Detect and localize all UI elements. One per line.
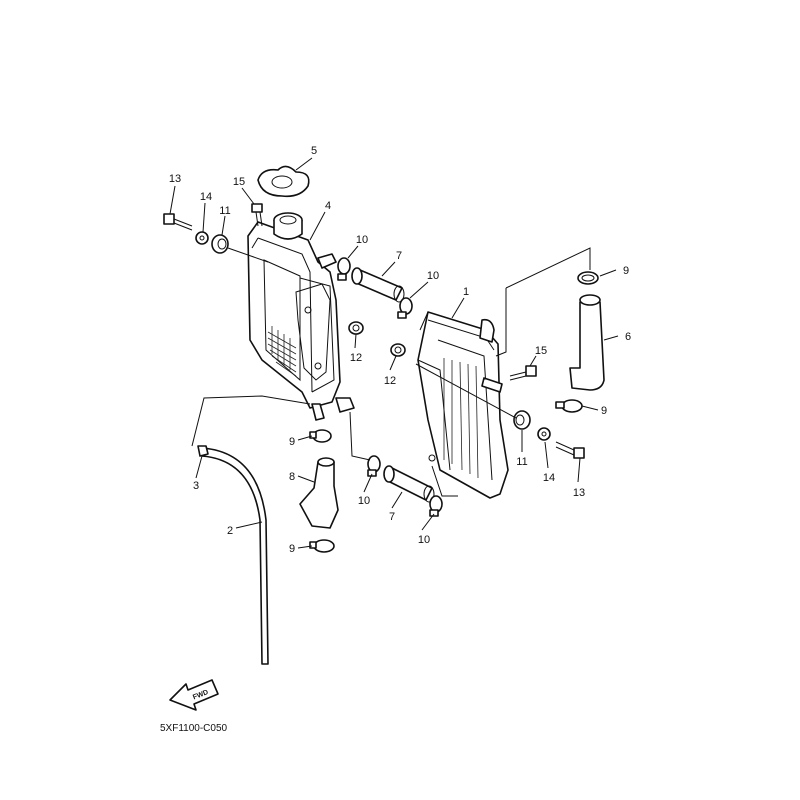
label-13-right: 13: [573, 487, 585, 499]
clamp-10-a[interactable]: [337, 257, 351, 281]
label-9-left-lower: 9: [289, 543, 295, 555]
washer-14-left[interactable]: [195, 231, 209, 245]
bolt-13-right[interactable]: [555, 441, 585, 459]
hose-6[interactable]: [569, 294, 605, 391]
label-14-left: 14: [200, 191, 212, 203]
collar-12-right[interactable]: [390, 343, 406, 357]
hose-8[interactable]: [299, 457, 339, 529]
clamp-9-top[interactable]: [577, 271, 599, 285]
label-9-left-upper: 9: [289, 436, 295, 448]
label-8: 8: [289, 471, 295, 483]
label-12-right: 12: [384, 375, 396, 387]
label-9-top: 9: [623, 265, 629, 277]
left-radiator[interactable]: [247, 221, 355, 421]
label-9-right: 9: [601, 405, 607, 417]
part-labels: 13 14 15 11 5 4 10 7 10 1 12 12 15 9 6 9…: [169, 145, 631, 555]
label-15-left: 15: [233, 176, 245, 188]
clamp-9-right[interactable]: [555, 399, 583, 413]
leader-lines: [169, 157, 619, 549]
label-11-left: 11: [219, 205, 230, 217]
label-10-b: 10: [427, 270, 439, 282]
bolt-15-left[interactable]: [251, 203, 263, 227]
label-10-c: 10: [358, 495, 370, 507]
clamp-9-left-lower[interactable]: [309, 539, 335, 553]
clamp-10-d[interactable]: [429, 495, 443, 517]
label-6: 6: [625, 331, 631, 343]
breather-pipe-2[interactable]: [201, 447, 269, 665]
label-3: 3: [193, 480, 199, 492]
bolt-15-right[interactable]: [509, 365, 537, 381]
hose-lower-7[interactable]: [383, 465, 435, 503]
grommet-11-right[interactable]: [513, 410, 531, 430]
label-1: 1: [463, 286, 469, 298]
label-2: 2: [227, 525, 233, 537]
label-14-right: 14: [543, 472, 555, 484]
diagram-code: 5XF1100-C050: [160, 723, 228, 734]
clamp-9-left-upper[interactable]: [309, 429, 332, 443]
clamp-10-b[interactable]: [397, 297, 413, 319]
clip-3[interactable]: [197, 445, 209, 457]
label-11-right: 11: [516, 456, 527, 468]
filler-neck: [273, 212, 303, 240]
washer-14-right[interactable]: [537, 427, 551, 441]
fwd-arrow-icon: FWD: [169, 679, 219, 711]
label-10-a: 10: [356, 234, 368, 246]
label-4: 4: [325, 200, 331, 212]
hose-upper-7[interactable]: [351, 267, 405, 303]
label-5: 5: [311, 145, 317, 157]
collar-12-left[interactable]: [348, 321, 364, 335]
radiator-cap[interactable]: [257, 165, 310, 198]
label-15-right: 15: [535, 345, 547, 357]
grommet-11-left[interactable]: [211, 234, 229, 254]
label-13-left: 13: [169, 173, 181, 185]
right-radiator[interactable]: [417, 311, 509, 499]
label-10-d: 10: [418, 534, 430, 546]
clamp-10-c[interactable]: [367, 455, 381, 477]
label-7-upper: 7: [396, 250, 402, 262]
bolt-13-left[interactable]: [163, 213, 193, 231]
label-7-lower: 7: [389, 511, 395, 523]
label-12-left: 12: [350, 352, 362, 364]
